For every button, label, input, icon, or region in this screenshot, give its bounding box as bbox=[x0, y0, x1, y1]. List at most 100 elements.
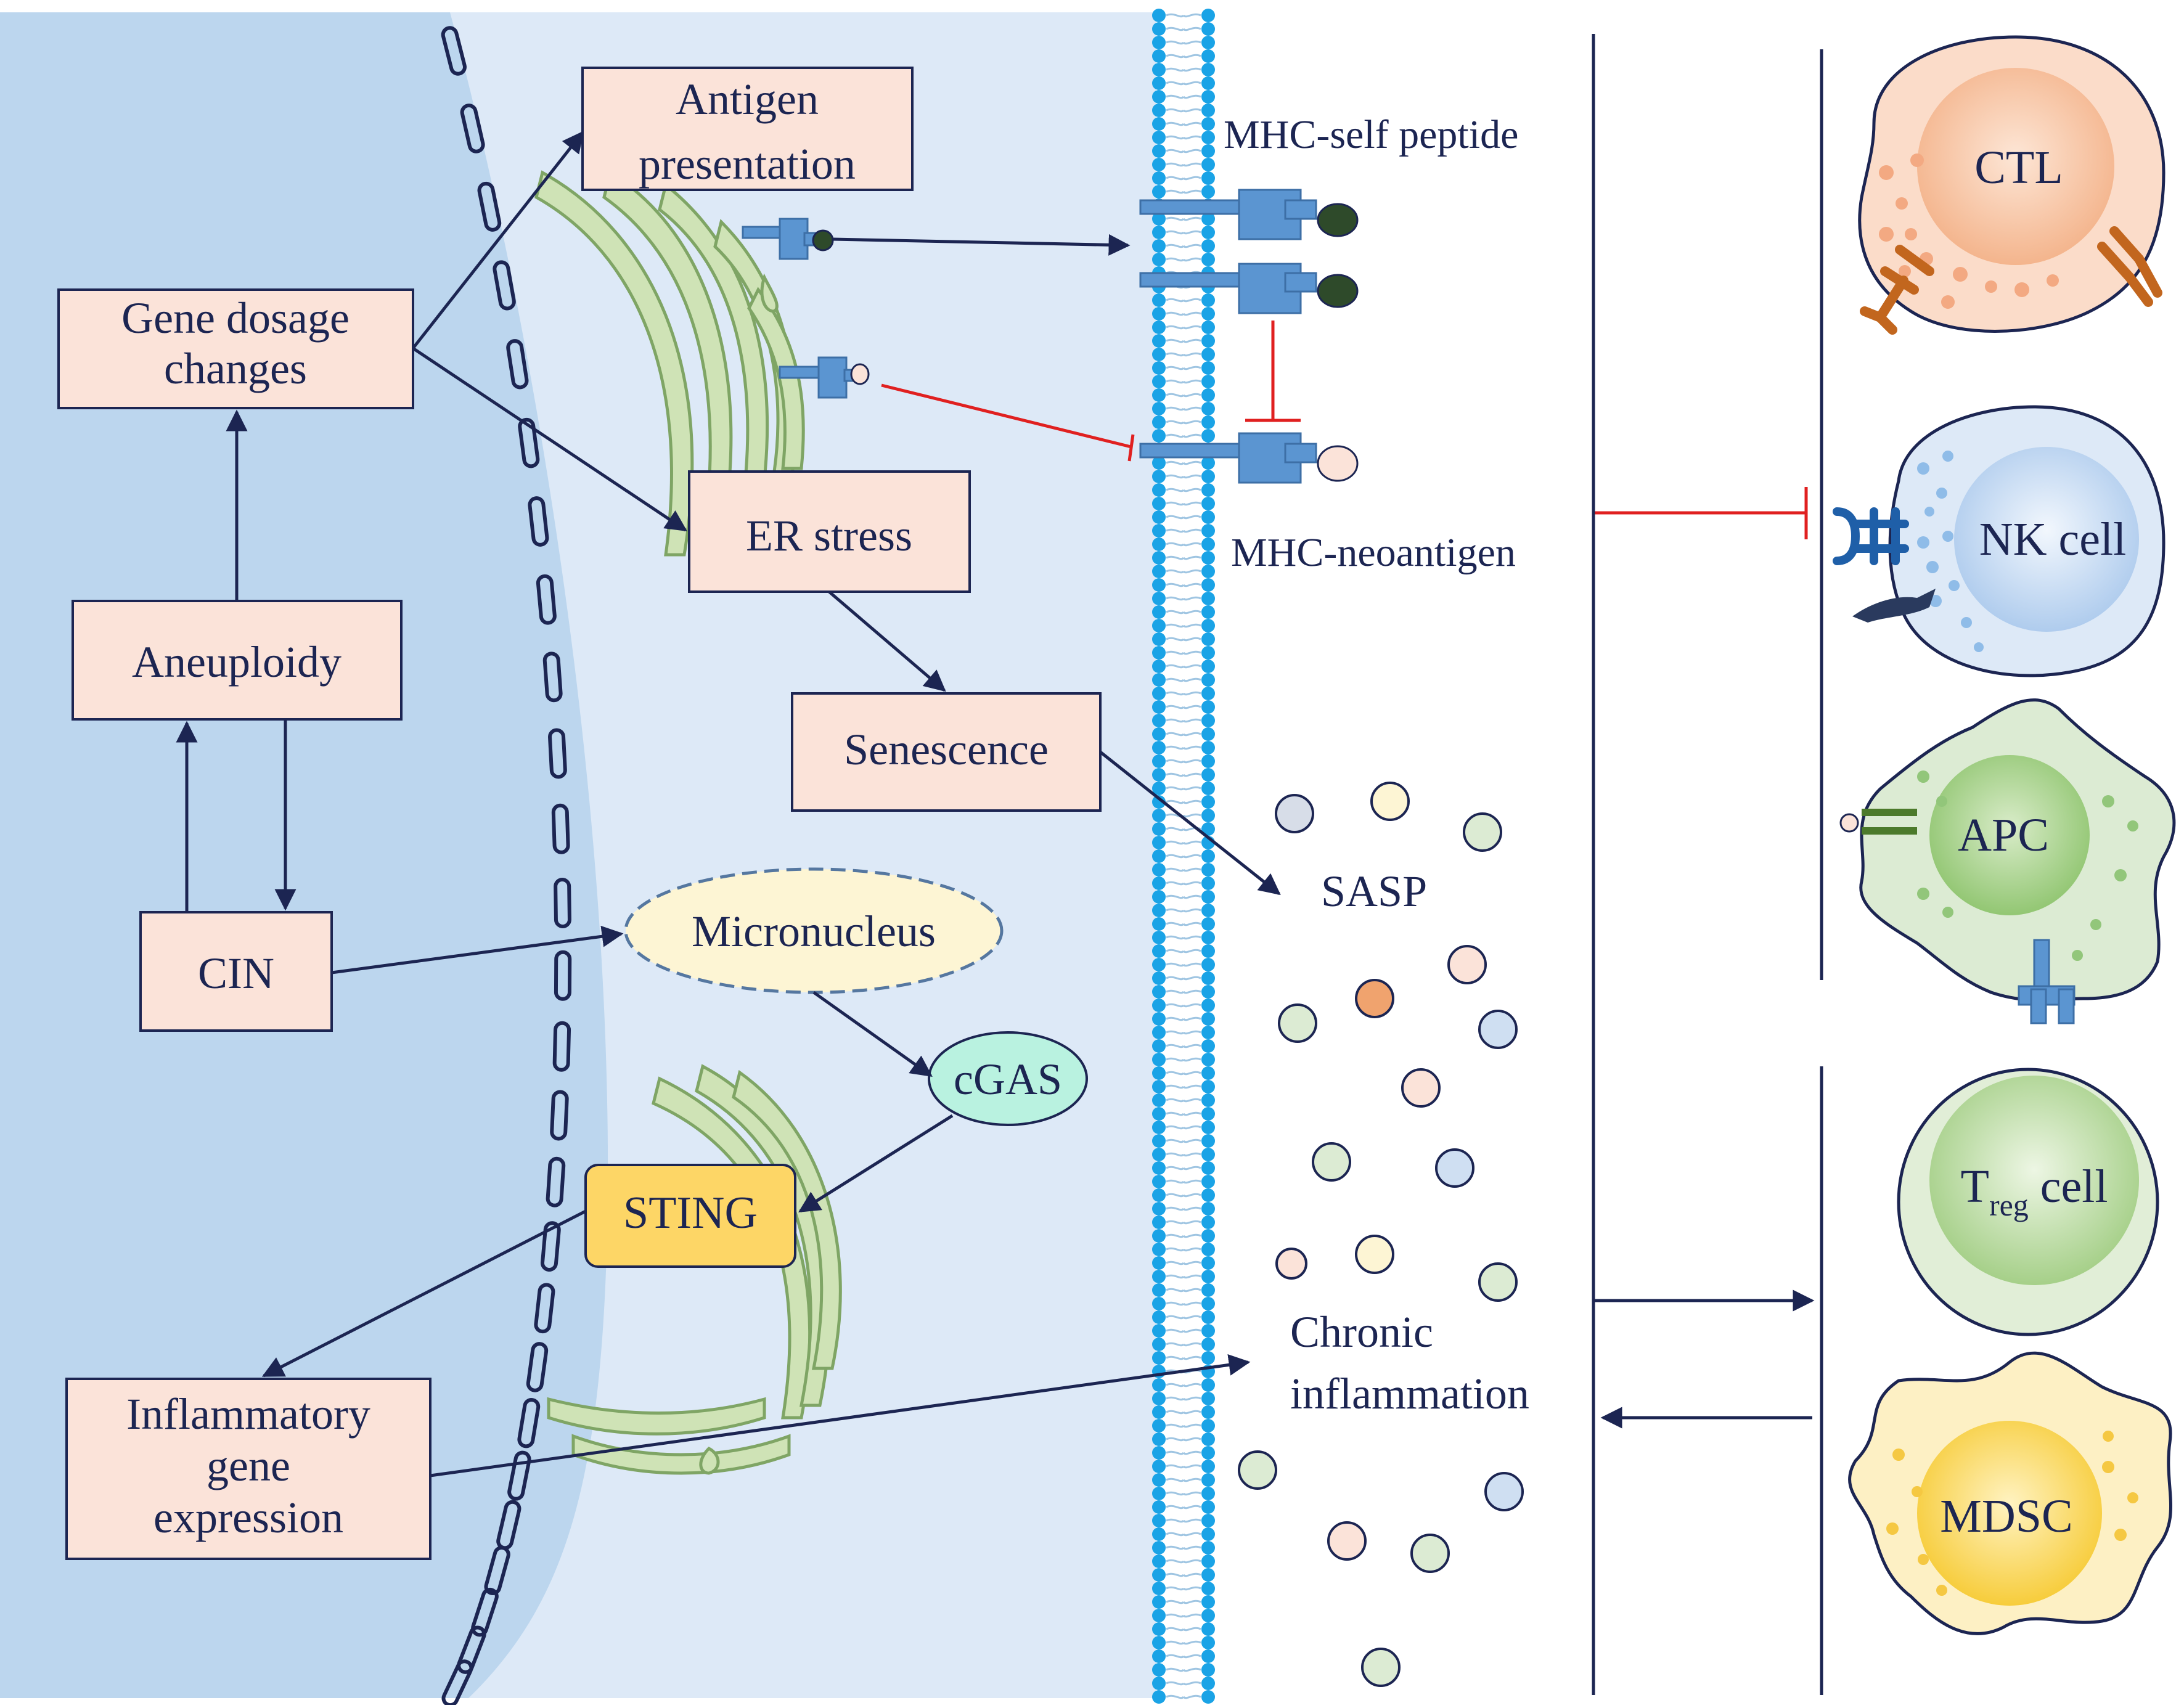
lipid-tail bbox=[1166, 976, 1201, 981]
lipid-tail bbox=[1166, 1071, 1201, 1076]
nuclear-pore-segment bbox=[548, 728, 567, 779]
lipid-tail bbox=[1166, 149, 1201, 153]
lipid-head bbox=[1152, 1080, 1166, 1093]
lipid-tail bbox=[1166, 1315, 1201, 1320]
lipid-head bbox=[1201, 904, 1215, 917]
nuclear-pore-segment bbox=[542, 652, 563, 703]
nuclear-pore-segment bbox=[493, 260, 516, 311]
lipid-tail bbox=[1166, 745, 1201, 750]
lipid-head bbox=[1152, 836, 1166, 849]
lipid-head bbox=[1201, 1663, 1215, 1677]
lipid-tail bbox=[1166, 1206, 1201, 1211]
lipid-head bbox=[1201, 415, 1215, 429]
lipid-head bbox=[1201, 890, 1215, 904]
lipid-head bbox=[1152, 1378, 1166, 1392]
lipid-head bbox=[1201, 90, 1215, 104]
lipid-tail bbox=[1166, 881, 1201, 886]
lipid-head bbox=[1152, 1039, 1166, 1053]
lipid-head bbox=[1201, 1107, 1215, 1121]
lipid-head bbox=[1201, 1636, 1215, 1649]
lipid-head bbox=[1201, 510, 1215, 524]
lipid-head bbox=[1201, 754, 1215, 768]
lipid-head bbox=[1201, 578, 1215, 592]
lipid-head bbox=[1152, 1690, 1166, 1704]
lipid-head bbox=[1152, 415, 1166, 429]
lipid-head bbox=[1201, 551, 1215, 565]
lipid-head bbox=[1152, 1121, 1166, 1134]
nuclear-pore-segment bbox=[551, 803, 570, 854]
lipid-tail bbox=[1166, 949, 1201, 954]
mhc-neo-label: MHC-neoantigen bbox=[1231, 530, 1516, 575]
nuclear-pore-segment bbox=[441, 1659, 473, 1707]
lipid-tail bbox=[1166, 1193, 1201, 1198]
lipid-head bbox=[1201, 795, 1215, 809]
chronic-label-2: inflammation bbox=[1290, 1369, 1529, 1418]
lipid-head bbox=[1201, 1310, 1215, 1324]
cytokine-particle bbox=[1401, 1068, 1441, 1108]
lipid-tail bbox=[1166, 989, 1201, 994]
lipid-tail bbox=[1166, 40, 1201, 45]
lipid-head bbox=[1201, 971, 1215, 985]
lipid-head bbox=[1152, 497, 1166, 510]
lipid-head bbox=[1152, 1310, 1166, 1324]
chronic-label-1: Chronic bbox=[1290, 1307, 1433, 1357]
lipid-tail bbox=[1166, 1694, 1201, 1699]
lipid-head bbox=[1152, 76, 1166, 90]
nuclear-pore-segment bbox=[534, 1283, 555, 1334]
lipid-head bbox=[1152, 9, 1166, 22]
lipid-head bbox=[1201, 1053, 1215, 1066]
lipid-head bbox=[1201, 1582, 1215, 1595]
lipid-head bbox=[1152, 1622, 1166, 1636]
lipid-head bbox=[1152, 1283, 1166, 1297]
ctl-receptor-1 bbox=[1860, 245, 1934, 335]
lipid-tail bbox=[1166, 1586, 1201, 1591]
lipid-head bbox=[1201, 700, 1215, 714]
lipid-head bbox=[1152, 22, 1166, 36]
lipid-head bbox=[1152, 1677, 1166, 1690]
lipid-head bbox=[1152, 117, 1166, 131]
nuclear-pore-segment bbox=[554, 950, 572, 1001]
lipid-head bbox=[1201, 1690, 1215, 1704]
lipid-head bbox=[1152, 239, 1166, 253]
lipid-tail bbox=[1166, 650, 1201, 655]
lipid-head bbox=[1201, 1419, 1215, 1432]
lipid-tail bbox=[1166, 691, 1201, 696]
lipid-head bbox=[1152, 605, 1166, 619]
lipid-tail bbox=[1166, 1057, 1201, 1062]
lipid-tail bbox=[1166, 1084, 1201, 1089]
dividers bbox=[1592, 34, 1823, 1695]
arrow-gene-to-antigen bbox=[412, 131, 584, 349]
lipid-tail bbox=[1166, 1261, 1201, 1265]
lipid-head bbox=[1201, 1500, 1215, 1514]
lipid-head bbox=[1201, 1080, 1215, 1093]
lipid-tail bbox=[1166, 786, 1201, 791]
lipid-head bbox=[1201, 999, 1215, 1012]
lipid-head bbox=[1201, 22, 1215, 36]
lipid-head bbox=[1152, 632, 1166, 646]
lipid-head bbox=[1152, 131, 1166, 144]
lipid-tail bbox=[1166, 1111, 1201, 1116]
lipid-head bbox=[1152, 863, 1166, 876]
treg-label-rest: cell bbox=[2029, 1161, 2108, 1212]
lipid-head bbox=[1201, 361, 1215, 375]
lipid-tail bbox=[1166, 67, 1201, 72]
lipid-tail bbox=[1166, 1667, 1201, 1672]
cytokine-particle bbox=[1478, 1010, 1518, 1049]
lipid-head bbox=[1201, 1487, 1215, 1500]
lipid-tail bbox=[1166, 962, 1201, 967]
cytokine-particle bbox=[1312, 1142, 1351, 1182]
inflammatory-box: Inflammatory gene expression bbox=[65, 1378, 431, 1560]
lipid-tail bbox=[1166, 1138, 1201, 1143]
lipid-head bbox=[1152, 917, 1166, 931]
cytokine-particle bbox=[1275, 1248, 1307, 1280]
lipid-head bbox=[1201, 1256, 1215, 1270]
lipid-tail bbox=[1166, 257, 1201, 262]
lipid-tail bbox=[1166, 1152, 1201, 1157]
lipid-head bbox=[1201, 117, 1215, 131]
lipid-tail bbox=[1166, 94, 1201, 99]
lipid-tail bbox=[1166, 1518, 1201, 1523]
lipid-head bbox=[1152, 375, 1166, 388]
arrow-sting-to-inflammatory bbox=[261, 1209, 587, 1378]
lipid-head bbox=[1152, 565, 1166, 578]
lipid-head bbox=[1152, 944, 1166, 958]
